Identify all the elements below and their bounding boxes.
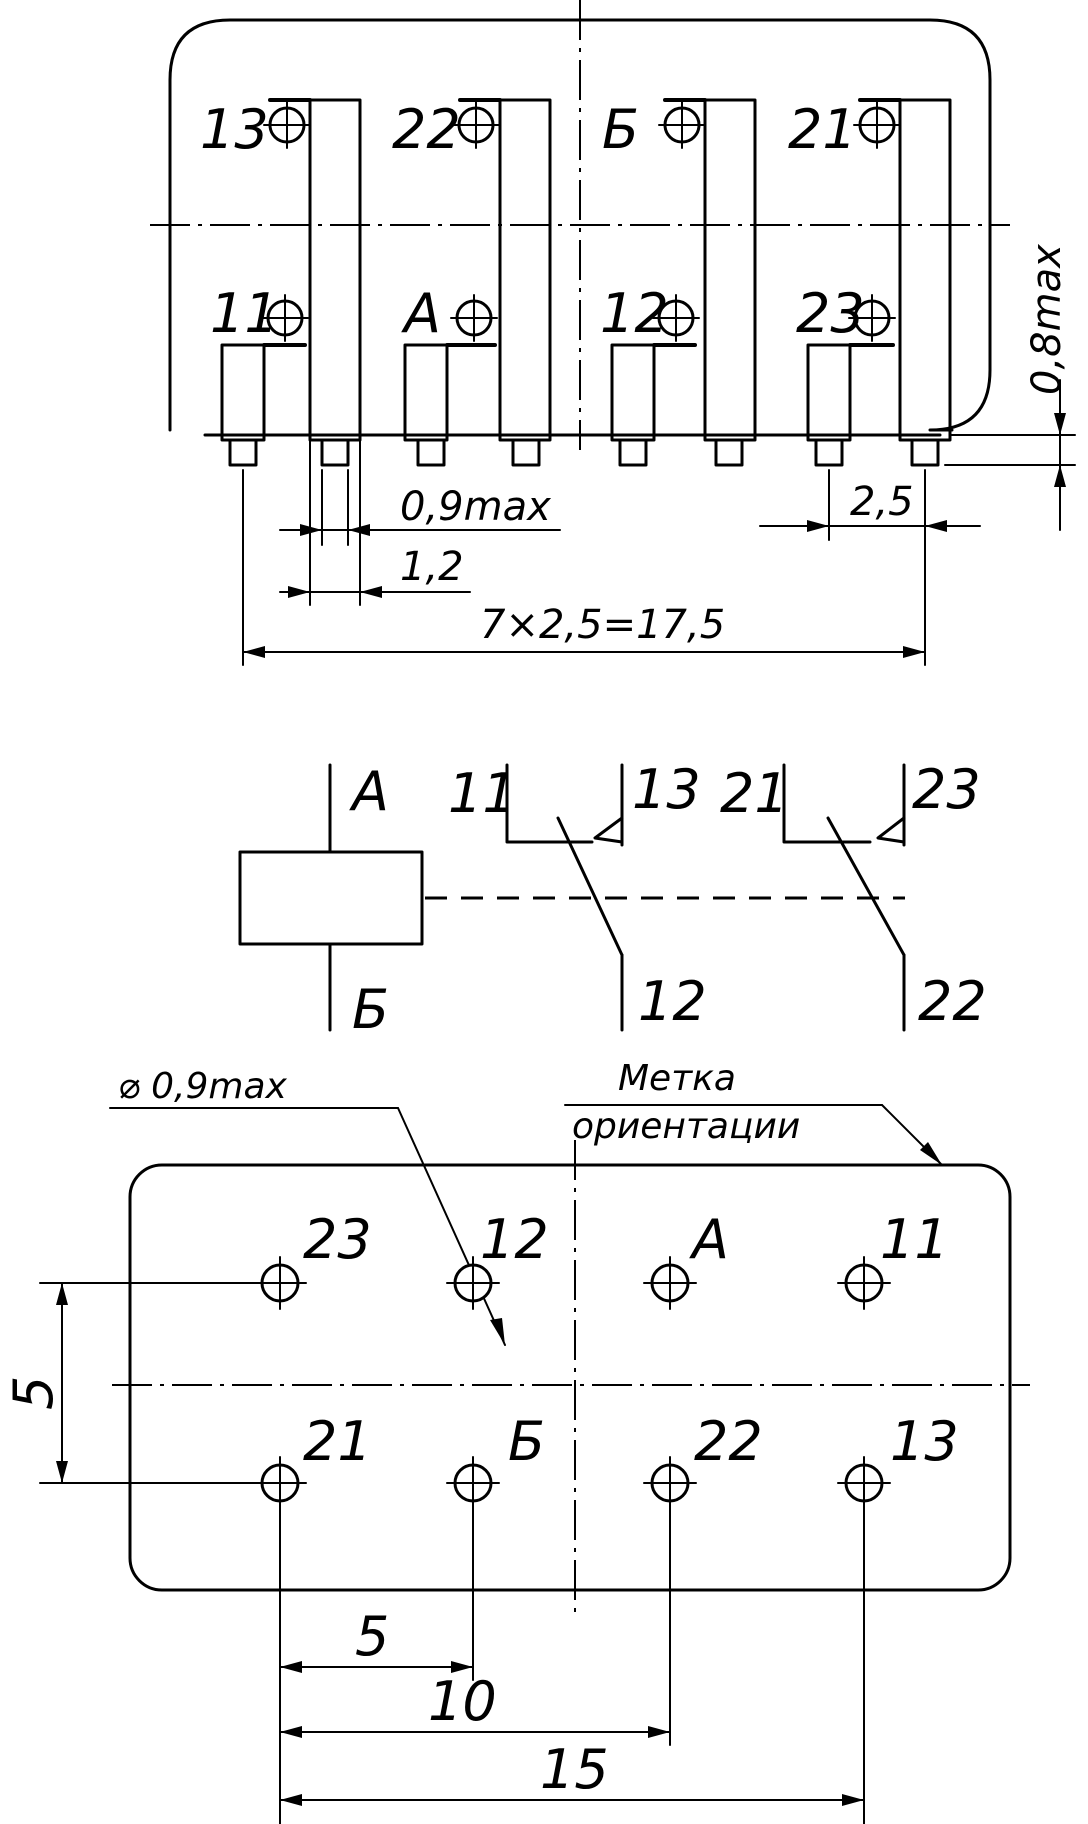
dim-5: 5 xyxy=(279,1605,474,1673)
svg-text:5: 5 xyxy=(2,1376,65,1410)
dim-15: 15 xyxy=(279,1738,865,1806)
svg-text:0,9max: 0,9max xyxy=(400,484,551,530)
svg-text:ориентации: ориентации xyxy=(572,1106,800,1147)
svg-text:⌀ 0,9max: ⌀ 0,9max xyxy=(118,1066,287,1107)
pin-holes xyxy=(253,1256,891,1510)
bottom-view: ⌀ 0,9max Метка ориентации xyxy=(2,1058,1030,1824)
pin-label: А xyxy=(401,282,441,345)
pin-label: 23 xyxy=(303,1208,372,1271)
pin-label: 22 xyxy=(392,98,461,161)
svg-text:10: 10 xyxy=(428,1670,497,1733)
dim-height: 0,8max xyxy=(944,244,1076,531)
pin-label: Б xyxy=(508,1410,545,1473)
pin-label: 11 xyxy=(210,282,279,345)
contact-group-1: 11 13 12 xyxy=(448,758,707,1033)
pin-label: 22 xyxy=(694,1410,763,1473)
dim-pin-width: 0,9max xyxy=(279,469,561,546)
dim-10: 10 xyxy=(279,1670,671,1738)
svg-text:7×2,5=17,5: 7×2,5=17,5 xyxy=(480,602,725,648)
svg-text:Метка: Метка xyxy=(618,1058,736,1099)
svg-text:15: 15 xyxy=(540,1738,609,1801)
svg-text:5: 5 xyxy=(355,1605,389,1668)
pin-label: 13 xyxy=(890,1410,959,1473)
contact-label: 12 xyxy=(638,970,707,1033)
contact-blades xyxy=(220,98,952,442)
terminal-holes xyxy=(261,101,901,342)
contact-group-2: 21 23 22 xyxy=(720,758,987,1033)
terminal-tabs xyxy=(262,98,902,347)
relay-coil: А Б xyxy=(238,760,905,1041)
pin-label: А xyxy=(689,1208,729,1271)
coil-label-bottom: Б xyxy=(352,978,389,1041)
pin-label: 21 xyxy=(788,98,857,161)
dim-pin-depth: 1,2 xyxy=(279,439,471,606)
svg-text:1,2: 1,2 xyxy=(400,544,464,590)
dim-pitch: 2,5 xyxy=(759,469,981,541)
coil-label-top: А xyxy=(349,760,389,823)
contact-label: 23 xyxy=(912,758,981,821)
dim-row-spacing: 5 xyxy=(2,1282,301,1484)
side-view: 13 22 Б 21 11 А 12 23 0,8max 0,9max xyxy=(150,0,1076,666)
pin-label: 12 xyxy=(600,282,669,345)
contact-label: 11 xyxy=(448,762,517,825)
schematic: А Б 11 13 12 21 23 22 xyxy=(238,758,987,1041)
svg-text:2,5: 2,5 xyxy=(850,479,914,525)
contact-label: 22 xyxy=(918,970,987,1033)
relay-base-outline xyxy=(128,1163,1012,1592)
pin-label: 13 xyxy=(200,98,269,161)
pin-label: Б xyxy=(602,98,639,161)
contact-label: 21 xyxy=(720,762,789,825)
svg-text:0,8max: 0,8max xyxy=(1024,244,1070,395)
relay-body-outline xyxy=(168,18,992,432)
orientation-marker-callout: Метка ориентации xyxy=(564,1058,943,1166)
pin-legs xyxy=(228,438,940,467)
contact-label: 13 xyxy=(632,758,701,821)
dim-total: 7×2,5=17,5 xyxy=(242,469,926,666)
hole-diameter-callout: ⌀ 0,9max xyxy=(109,1066,506,1346)
pin-label: 12 xyxy=(480,1208,549,1271)
pin-label: 23 xyxy=(796,282,865,345)
pin-label: 11 xyxy=(880,1208,949,1271)
pin-label: 21 xyxy=(303,1410,372,1473)
